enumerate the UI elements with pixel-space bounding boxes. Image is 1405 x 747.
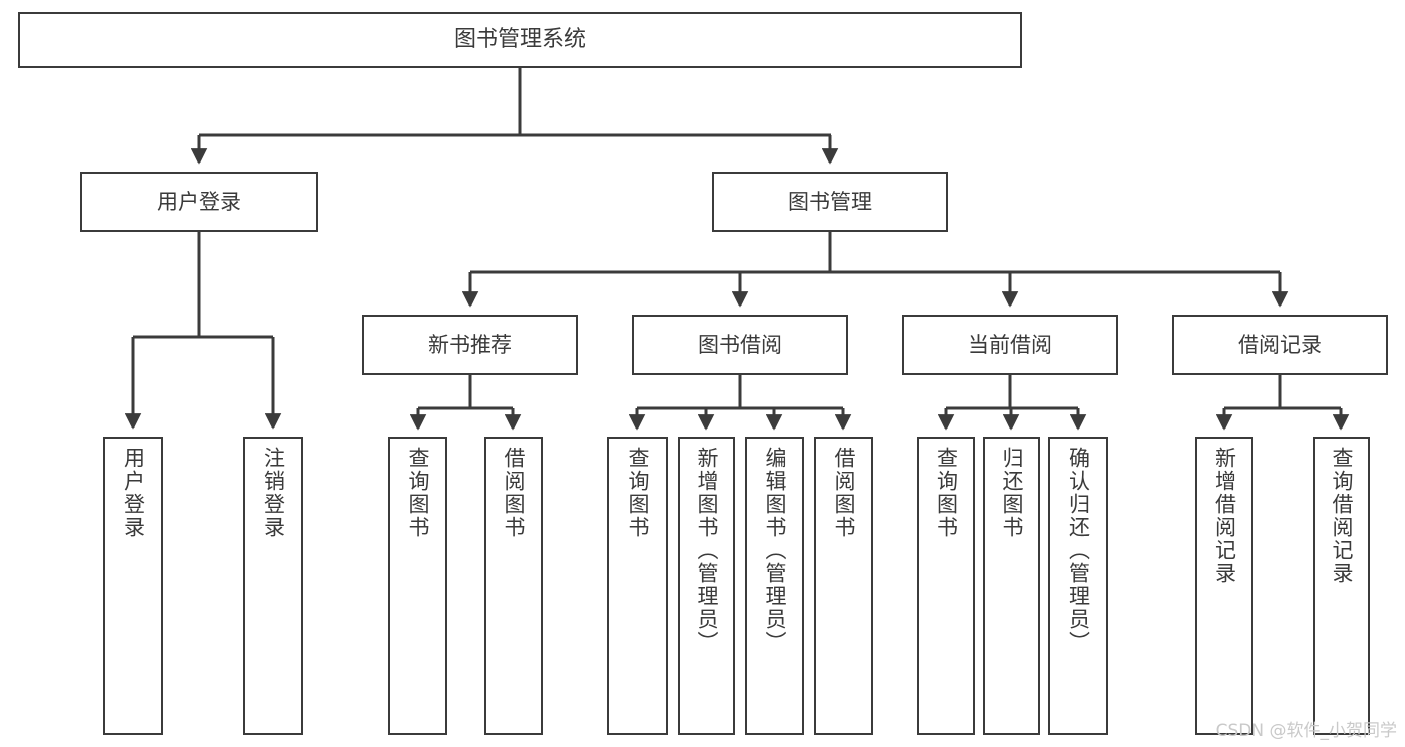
node-new-book-recommend[interactable]: 新书推荐 — [362, 315, 578, 375]
node-user-login[interactable]: 用户登录 — [80, 172, 318, 232]
node-leaf-borrow-book-rec[interactable]: 借阅图书 — [484, 437, 543, 735]
node-book-borrow[interactable]: 图书借阅 — [632, 315, 848, 375]
node-label: 新增借阅记录 — [1212, 447, 1237, 585]
node-label: 借阅图书 — [502, 447, 526, 539]
node-label: 编辑图书（管理员） — [763, 447, 787, 654]
node-leaf-borrow-book[interactable]: 借阅图书 — [814, 437, 873, 735]
node-label: 图书管理系统 — [453, 27, 586, 53]
node-leaf-edit-book-admin[interactable]: 编辑图书（管理员） — [745, 437, 804, 735]
node-label: 借阅记录 — [1238, 332, 1322, 357]
node-leaf-user-login[interactable]: 用户登录 — [103, 437, 163, 735]
node-label: 图书管理 — [788, 189, 872, 214]
node-leaf-add-borrow-record[interactable]: 新增借阅记录 — [1195, 437, 1253, 735]
csdn-watermark: CSDN @软件_小贺同学 — [1215, 721, 1397, 741]
node-label: 查询图书 — [934, 447, 959, 539]
node-book-management[interactable]: 图书管理 — [712, 172, 948, 232]
node-label: 查询借阅记录 — [1330, 447, 1354, 585]
node-leaf-query-book-rec[interactable]: 查询图书 — [388, 437, 447, 735]
node-leaf-logout[interactable]: 注销登录 — [243, 437, 303, 735]
node-current-borrow[interactable]: 当前借阅 — [902, 315, 1118, 375]
node-leaf-add-book-admin[interactable]: 新增图书（管理员） — [678, 437, 735, 735]
node-label: 注销登录 — [261, 447, 286, 539]
node-leaf-query-book[interactable]: 查询图书 — [607, 437, 668, 735]
node-label: 查询图书 — [406, 447, 430, 539]
node-label: 用户登录 — [121, 447, 146, 539]
node-label: 借阅图书 — [832, 447, 856, 539]
node-leaf-query-book-current[interactable]: 查询图书 — [917, 437, 975, 735]
node-leaf-query-borrow-record[interactable]: 查询借阅记录 — [1313, 437, 1370, 735]
node-label: 用户登录 — [157, 189, 241, 214]
node-root-system[interactable]: 图书管理系统 — [18, 12, 1022, 68]
node-leaf-return-book[interactable]: 归还图书 — [983, 437, 1040, 735]
node-label: 归还图书 — [1000, 447, 1024, 539]
node-label: 确认归还（管理员） — [1066, 447, 1091, 654]
node-label: 新书推荐 — [428, 332, 512, 357]
node-label: 当前借阅 — [968, 332, 1052, 357]
node-borrow-record[interactable]: 借阅记录 — [1172, 315, 1388, 375]
node-leaf-confirm-return-admin[interactable]: 确认归还（管理员） — [1048, 437, 1108, 735]
node-label: 图书借阅 — [698, 332, 782, 357]
node-label: 新增图书（管理员） — [695, 447, 719, 654]
node-label: 查询图书 — [626, 447, 650, 539]
